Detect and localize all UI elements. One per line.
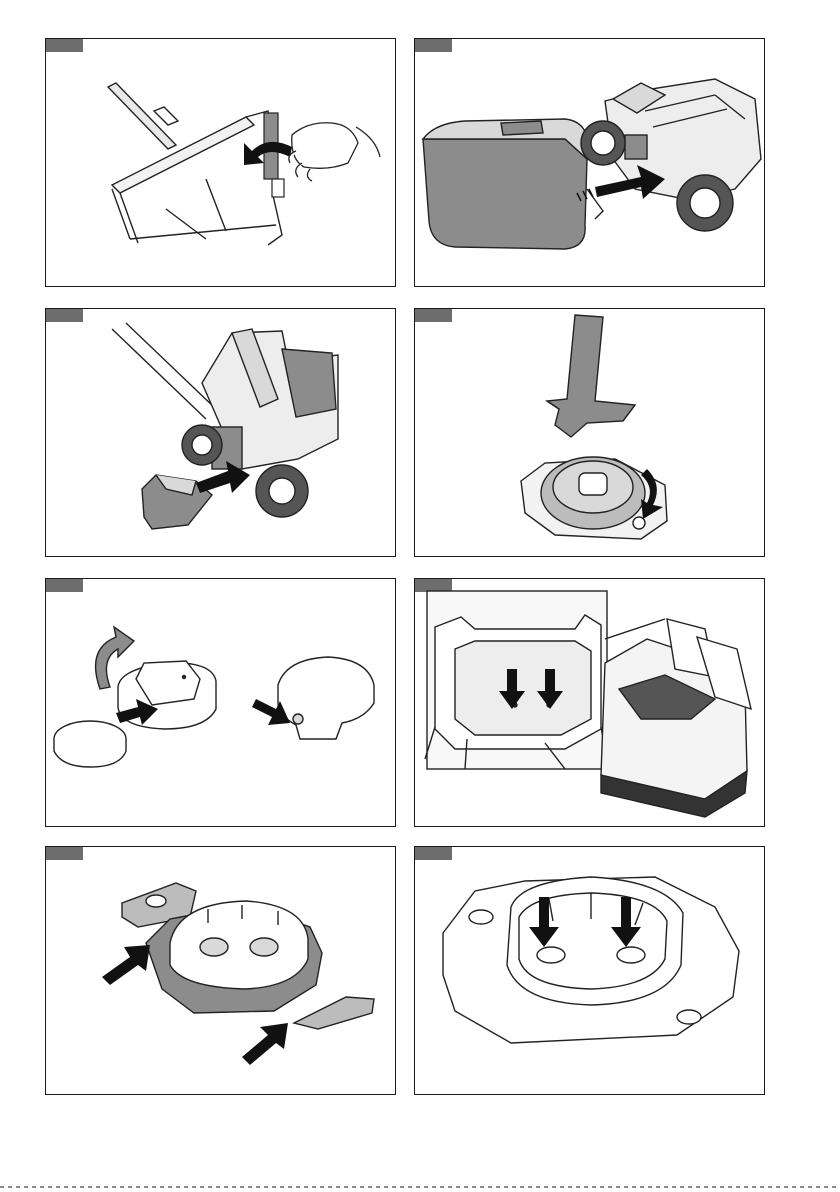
wheel-icon [581,121,625,165]
wheel-icon [677,175,733,231]
page-footer-line [0,1186,840,1188]
hand-icon [289,123,380,181]
key-turn-cover-icon [415,309,765,557]
arrow-up-right-icon [102,945,150,985]
grass-box [423,139,587,249]
wheel-icon [256,465,308,517]
panel-1 [45,38,396,287]
insert-piece [294,997,374,1029]
panel-8 [414,846,765,1095]
socket-holes-icon [415,847,765,1095]
grass-box-attach-icon [415,39,765,287]
coin-battery-replace-icon [46,579,396,827]
coin-battery [54,721,126,767]
handle-fold-icon [46,39,396,287]
battery-compartment-icon [415,579,765,827]
panel-4 [414,308,765,557]
mulch-plug-insert-icon [46,309,396,557]
panel-3 [45,308,396,557]
panel-6 [414,578,765,827]
socket-insert-icon [46,847,396,1095]
panel-7 [45,846,396,1095]
key-tool [547,315,635,437]
panel-5 [45,578,396,827]
panel-2 [414,38,765,287]
wheel-icon [182,425,222,465]
arrow-up-right-icon [242,1023,288,1065]
sensor-cap [278,657,374,739]
